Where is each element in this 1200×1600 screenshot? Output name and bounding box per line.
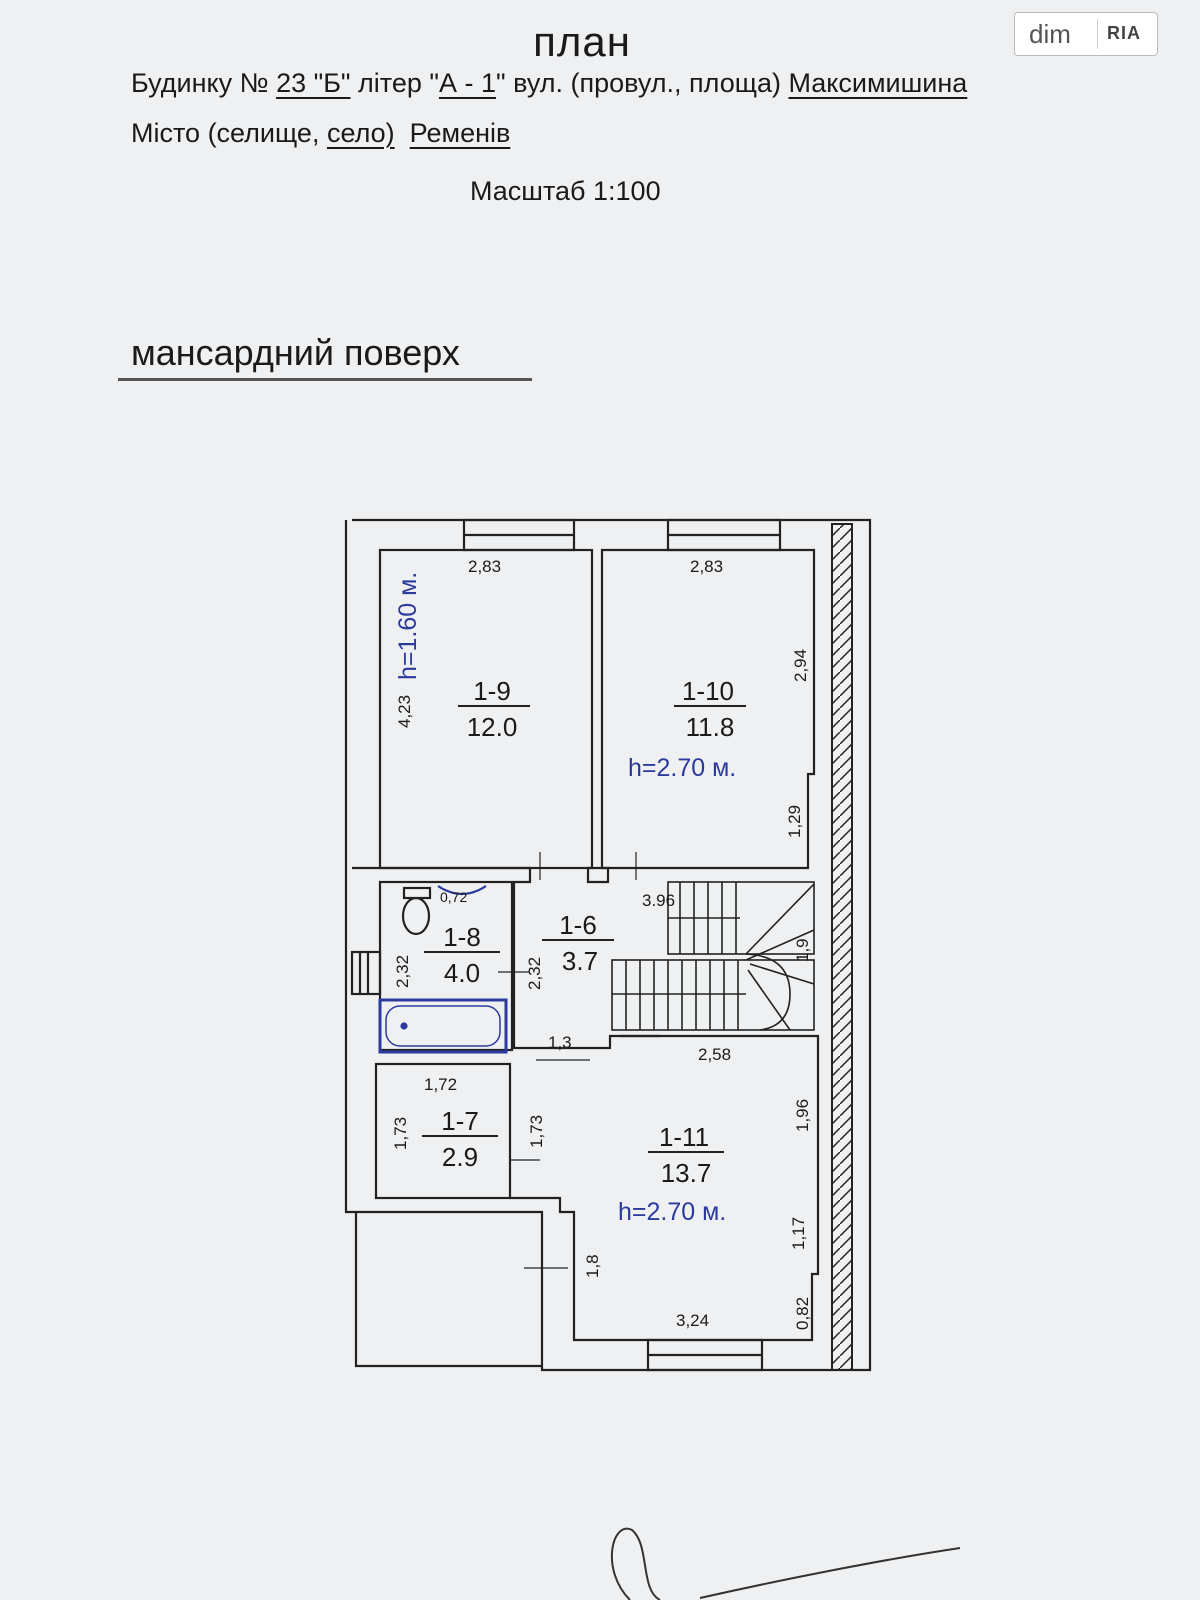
room-1-7-outline <box>374 1062 512 1200</box>
room-area-1-7: 2.9 <box>442 1142 478 1172</box>
dim-3-96: 3.96 <box>642 891 675 910</box>
dim-0-82: 0,82 <box>793 1297 812 1330</box>
room-1-10-outline <box>600 548 816 870</box>
dim-1-96: 1,96 <box>793 1099 812 1132</box>
dim-2-94: 2,94 <box>791 649 810 682</box>
dim-2-32-a: 2,32 <box>393 955 412 988</box>
lower-outline <box>354 1212 542 1368</box>
room-area-1-6: 3.7 <box>562 946 598 976</box>
liter-label: літер " <box>358 68 439 98</box>
selo-label: село) <box>326 118 395 148</box>
dim-3-24: 3,24 <box>676 1311 709 1330</box>
document-title: план <box>533 18 631 65</box>
room-label-1-11: 1-11 <box>659 1122 709 1152</box>
logo-text-ria: RIA <box>1107 23 1141 43</box>
toilet-icon <box>401 896 431 936</box>
room-1-11-outline <box>510 1034 820 1342</box>
bathtub-icon <box>378 998 508 1054</box>
dim-4-23: 4,23 <box>395 695 414 728</box>
floor-underline <box>118 378 532 381</box>
dim-1-29: 1,29 <box>785 805 804 838</box>
hatched-wall <box>831 523 853 1371</box>
height-room-1-11: h=2.70 м. <box>618 1198 726 1226</box>
dim-2-83-right: 2,83 <box>690 557 723 576</box>
staircase <box>611 881 815 1031</box>
scale-label: Масштаб 1:100 <box>470 176 661 206</box>
street-label: " вул. (провул., площа) <box>495 68 781 98</box>
dim-2-32-b: 2,32 <box>525 957 544 990</box>
address-line-2: Місто (селище, село) Ременів <box>131 118 510 149</box>
room-label-1-9: 1-9 <box>473 676 511 706</box>
room-area-1-9: 12.0 <box>467 712 518 742</box>
dim-2-58: 2,58 <box>698 1045 731 1064</box>
dim-1-17: 1,17 <box>789 1217 808 1250</box>
dim-1-9: 1,9 <box>793 938 812 962</box>
height-room-1-9: h=1.60 м. <box>394 572 422 680</box>
dim-1-3: 1,3 <box>548 1033 572 1052</box>
height-room-1-10: h=2.70 м. <box>628 754 736 782</box>
house-label: Будинку № <box>131 68 269 98</box>
outer-wall <box>344 518 872 1372</box>
room-label-1-7: 1-7 <box>441 1106 479 1136</box>
room-area-1-8: 4.0 <box>444 958 480 988</box>
floor-label: мансардний поверх <box>131 332 460 373</box>
dim-1-73-b: 1,73 <box>527 1115 546 1148</box>
house-number: 23 "Б" <box>276 68 351 98</box>
room-area-1-10: 11.8 <box>686 712 735 742</box>
address-line-1: Будинку № 23 "Б" літер "А - 1" вул. (про… <box>131 68 967 99</box>
room-label-1-8: 1-8 <box>443 922 481 952</box>
city-label: Місто (селище, <box>131 118 320 148</box>
liter-value: А - 1 <box>438 68 496 98</box>
room-area-1-11: 13.7 <box>661 1158 712 1188</box>
city-name: Ременів <box>409 118 511 148</box>
sink-icon <box>437 885 487 896</box>
room-label-1-6: 1-6 <box>559 910 597 940</box>
room-label-1-10: 1-10 <box>682 676 734 706</box>
dim-1-72: 1,72 <box>424 1075 457 1094</box>
logo-text-dim: dim <box>1029 19 1071 49</box>
window-left <box>350 950 382 996</box>
street-name: Максимишина <box>788 68 968 98</box>
signature <box>610 1527 961 1600</box>
dimria-logo: dim RIA <box>1014 12 1158 56</box>
dim-1-73-a: 1,73 <box>391 1117 410 1150</box>
dim-1-8: 1,8 <box>583 1254 602 1278</box>
dim-0-72: 0,72 <box>440 889 467 905</box>
dim-2-83-left: 2,83 <box>468 557 501 576</box>
